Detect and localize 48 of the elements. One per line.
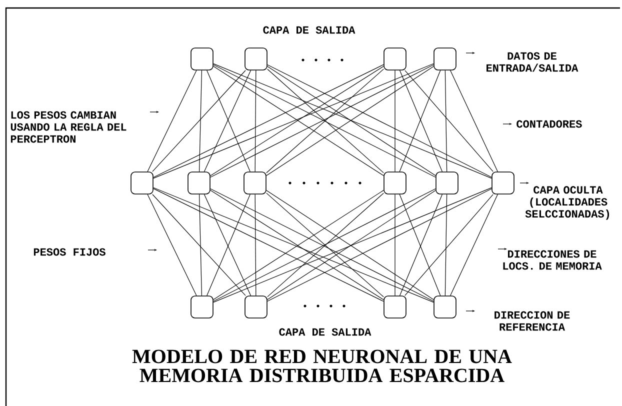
neuron-box [190,48,214,70]
annotation-text: LOS PESOS CAMBIAN USANDO LA REGLA DEL PERCEPTRON [10,111,126,143]
title: MODELO DE RED NEURONAL DE UNA MEMORIA DISTRIBUIDA ESPARCIDA [132,350,512,382]
connection-line [267,188,492,302]
neuron-box [384,296,406,318]
neuron-box [492,172,514,194]
connection-line [254,194,256,296]
connection-line [394,194,396,296]
neuron-box [188,172,210,194]
annotation-text: DIRECCIONES DE LOCS. DE MEMORIA [503,250,602,270]
neuron-box [244,172,266,194]
annotation-text: CAPA DE SALIDA [279,328,372,336]
neuron-box [384,172,406,194]
annotation-text: CAPA DE SALIDA [263,26,356,34]
connection-line [267,64,492,178]
connection-line [450,194,498,296]
neuron-box [244,296,268,318]
connection-line [198,194,202,296]
annotation-text: PESOS FIJOS [34,248,106,256]
neuron-box [434,48,456,70]
connection-line [213,63,492,179]
connection-line [394,70,396,172]
connection-line [147,194,197,296]
neuron-box [190,296,214,318]
annotation-text: CONTADORES [516,120,582,128]
connection-line [404,70,494,172]
annotation-text: DATOS DE ENTRADA/SALIDA [486,52,578,72]
connection-line [153,63,434,179]
connection-line [254,70,256,172]
connection-line [198,70,202,172]
neuron-box [436,172,458,194]
annotation-text: CAPA OCULTA (LOCALIDADES SELCCIONADAS) [525,186,610,220]
connection-line [444,194,448,296]
connection-line [147,70,197,172]
connection-line [152,194,246,296]
connection-line [153,188,384,302]
connection-line [450,70,498,172]
neuron-box [384,48,406,70]
annotation-text: DIRECCION DE REFERENCIA [494,311,570,331]
connection-line [444,70,448,172]
connection-line [153,64,384,178]
connection-line [152,70,246,172]
neuron-box [434,296,456,318]
connection-line [153,187,434,303]
neuron-box [130,172,154,194]
neuron-box [244,48,268,70]
connection-line [404,194,494,296]
connection-line [213,187,492,303]
